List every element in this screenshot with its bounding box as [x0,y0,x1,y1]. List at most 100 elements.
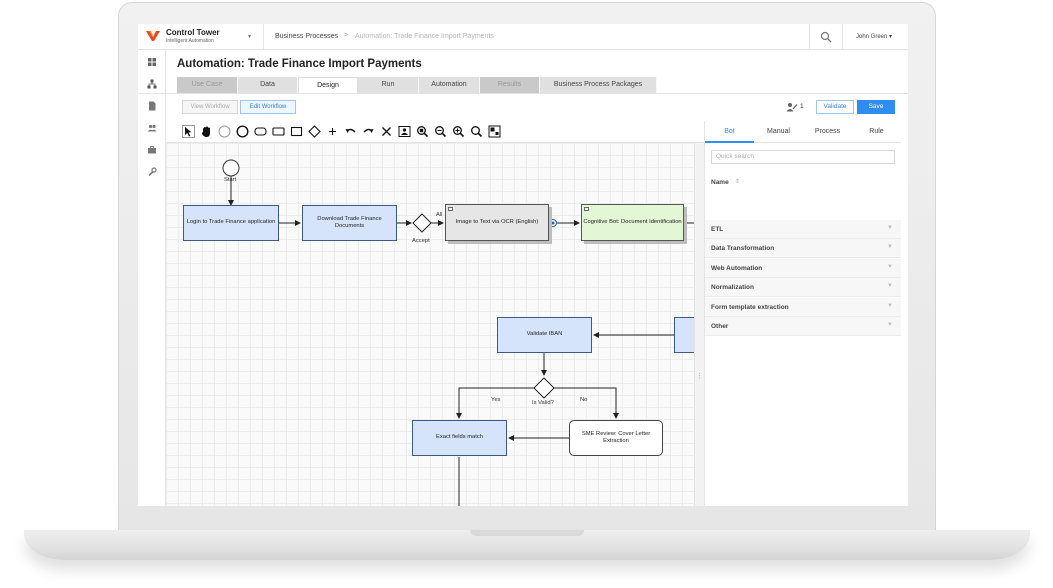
app-screen: Control Tower Intelligent Automation ▾ B… [138,24,908,506]
delete-icon[interactable] [380,125,393,138]
pointer-tool-icon[interactable] [182,125,195,138]
task-tool-icon[interactable] [272,125,285,138]
start-label: Start [224,177,237,183]
divider [138,93,908,94]
gateway-label-is-valid: Is Valid? [532,400,554,406]
left-nav-rail [138,50,166,506]
page-title: Automation: Trade Finance Import Payment… [177,58,422,70]
tab-process[interactable]: Process [803,121,852,143]
canvas-divider [694,143,704,506]
chevron-down-icon: ▼ [887,303,893,309]
tab-design[interactable]: Design [298,77,358,93]
task-validate-iban[interactable]: Validate IBAN [497,317,592,353]
chevron-down-icon: ▼ [887,264,893,270]
chevron-down-icon: ▼ [887,322,893,328]
tab-results[interactable]: Results [480,77,540,93]
brand-title[interactable]: Control Tower [166,28,220,37]
save-button[interactable]: Save [857,100,895,114]
image-icon[interactable] [398,125,411,138]
task-exact-fields-match[interactable]: Exact fields match [412,420,507,456]
category-label: Data Transformation [711,245,775,252]
tab-run[interactable]: Run [358,77,419,93]
breadcrumb-root[interactable]: Business Processes [275,33,339,40]
branch-label-no: No [580,397,588,403]
gateway-label-all: All [436,212,443,218]
gateway-label-accept: Accept [412,238,430,244]
add-icon[interactable] [326,125,339,138]
user-menu[interactable]: John Green ▾ [856,33,892,40]
category-label: ETL [711,226,724,233]
search-icon[interactable] [820,31,832,43]
undo-icon[interactable] [344,125,357,138]
category-label: Other [711,323,729,330]
node-label: Image to Text via OCR (English) [455,218,539,225]
users-icon[interactable] [147,123,157,133]
process-tree-icon[interactable] [147,79,157,89]
zoom-in-icon[interactable] [452,125,465,138]
tab-automation[interactable]: Automation [419,77,480,93]
chevron-down-icon: ▾ [889,34,893,40]
chevron-down-icon: ▼ [887,225,893,231]
name-column-header[interactable]: Name [711,179,729,186]
user-name: John Green [856,34,888,40]
category-label: Normalization [711,284,754,291]
bot-icon [584,207,589,211]
node-label: Cognitive Bot: Document Identification [583,218,682,225]
dashboard-icon[interactable] [147,57,157,67]
tab-manual[interactable]: Manual [754,121,803,143]
laptop-notch [470,530,584,536]
workflow-canvas[interactable]: Start Login to Trade Finance application… [166,143,694,506]
task-download-documents[interactable]: Download Trade Finance Documents [302,205,397,241]
view-workflow-button[interactable]: View Workflow [182,100,238,114]
zoom-actual-icon[interactable] [470,125,483,138]
wrench-icon[interactable] [147,167,157,177]
tab-business-process-packages[interactable]: Business Process Packages [540,77,657,93]
start-event-tool-icon[interactable] [218,125,231,138]
briefcase-icon[interactable] [147,145,157,155]
category-label: Web Automation [711,265,763,272]
brand-chevron-down-icon[interactable]: ▾ [248,34,252,40]
edit-user-icon[interactable] [786,102,798,112]
branch-label-yes: Yes [491,397,501,403]
bot-icon [448,207,453,211]
zoom-fit-icon[interactable] [416,125,429,138]
breadcrumb-current: Automation: Trade Finance Import Payment… [355,33,494,40]
tab-data[interactable]: Data [238,77,298,93]
rounded-task-tool-icon[interactable] [254,125,267,138]
top-bar: Control Tower Intelligent Automation ▾ B… [138,24,908,50]
brand-logo-icon [146,31,160,41]
task-login[interactable]: Login to Trade Finance application [183,205,279,241]
manual-sme-review[interactable]: SME Review: Cover Letter Extraction [569,420,663,456]
chevron-down-icon: ▼ [887,283,893,289]
category-etl[interactable]: ETL ▼ [705,220,901,239]
hand-pan-icon[interactable] [200,125,213,138]
gateway-tool-icon[interactable] [308,125,321,138]
outline-icon[interactable] [488,125,501,138]
validate-button[interactable]: Validate [816,100,854,114]
task-offscreen[interactable] [674,317,694,353]
document-icon[interactable] [147,101,157,111]
category-normalization[interactable]: Normalization ▼ [705,278,901,297]
bot-image-to-text-ocr[interactable]: Image to Text via OCR (English) [445,204,549,241]
brand-subtitle: Intelligent Automation [166,38,214,44]
rectangle-tool-icon[interactable] [290,125,303,138]
sort-icon[interactable]: ⇕ [735,179,741,185]
tab-rule[interactable]: Rule [852,121,901,143]
category-other[interactable]: Other ▼ [705,317,901,336]
tab-bot[interactable]: Bot [705,121,754,143]
breadcrumb-separator-icon: > [344,32,349,39]
redo-icon[interactable] [362,125,375,138]
edit-count: 1 [800,103,804,110]
category-web-automation[interactable]: Web Automation ▼ [705,259,901,278]
panel-resize-handle[interactable]: ⋮ [696,373,703,380]
divider [263,24,264,50]
end-event-tool-icon[interactable] [236,125,249,138]
zoom-out-icon[interactable] [434,125,447,138]
quick-search-input[interactable]: Quick search [711,150,895,164]
category-data-transformation[interactable]: Data Transformation ▼ [705,239,901,258]
cognitive-bot-document-identification[interactable]: Cognitive Bot: Document Identification [581,204,684,241]
edit-workflow-button[interactable]: Edit Workflow [240,100,296,114]
category-form-template-extraction[interactable]: Form template extraction ▼ [705,298,901,317]
tab-use-case[interactable]: Use Case [177,77,238,93]
chevron-down-icon: ▼ [887,244,893,250]
